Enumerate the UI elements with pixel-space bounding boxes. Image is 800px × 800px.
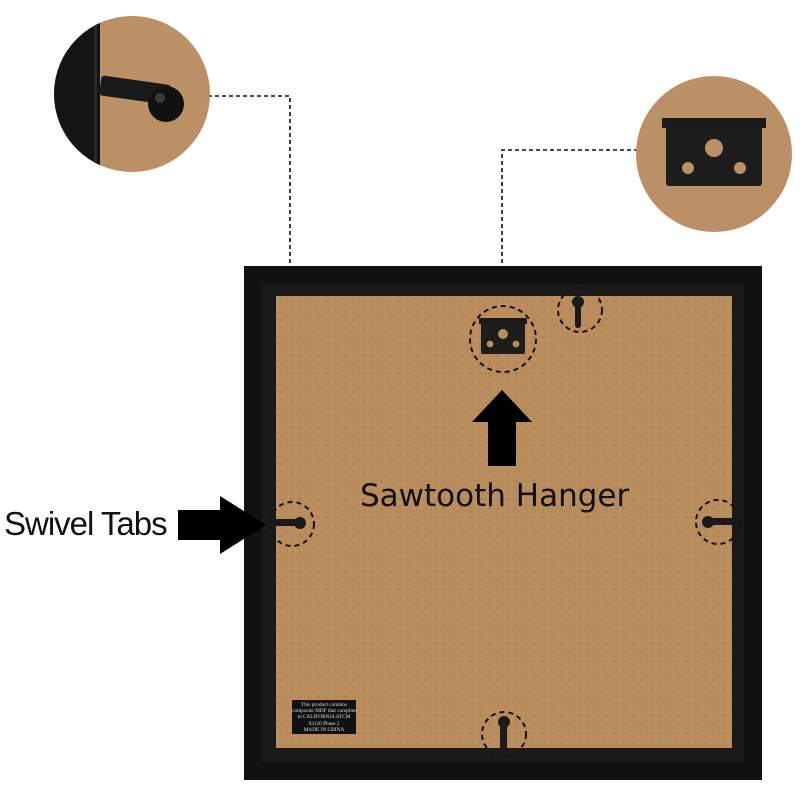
swivel-tab-closeup [54, 16, 184, 172]
compliance-label: This product contains composite MDF that… [292, 700, 356, 734]
compliance-label-line: composite MDF that complies [292, 708, 357, 715]
callout-sawtooth-hanger: Sawtooth Hanger [360, 478, 630, 514]
swivel-tab-bottom [481, 711, 527, 756]
frame-backing-board [276, 296, 732, 748]
swivel-tab-top [557, 287, 603, 333]
compliance-label-line: 93120 Phase 2 [308, 720, 340, 727]
sawtooth-hanger-closeup [662, 118, 766, 186]
swivel-tab-left [269, 501, 315, 547]
zoom-detail-swivel-tab [54, 16, 210, 172]
sawtooth-hanger [469, 305, 537, 373]
compliance-label-line: This product contains [301, 702, 347, 708]
arrow-right-icon [178, 496, 266, 554]
arrow-up-icon [472, 390, 532, 466]
leader-line-sawtooth [501, 149, 638, 296]
callout-swivel-tabs: Swivel Tabs [4, 505, 168, 542]
compliance-label-line: MADE IN CHINA [303, 726, 345, 733]
zoom-detail-sawtooth-hanger [636, 76, 792, 232]
compliance-label-line: to CALIFORNIA ATCM [297, 714, 351, 721]
swivel-tab-right [695, 499, 741, 545]
sawtooth-highlight-circle [469, 305, 537, 373]
